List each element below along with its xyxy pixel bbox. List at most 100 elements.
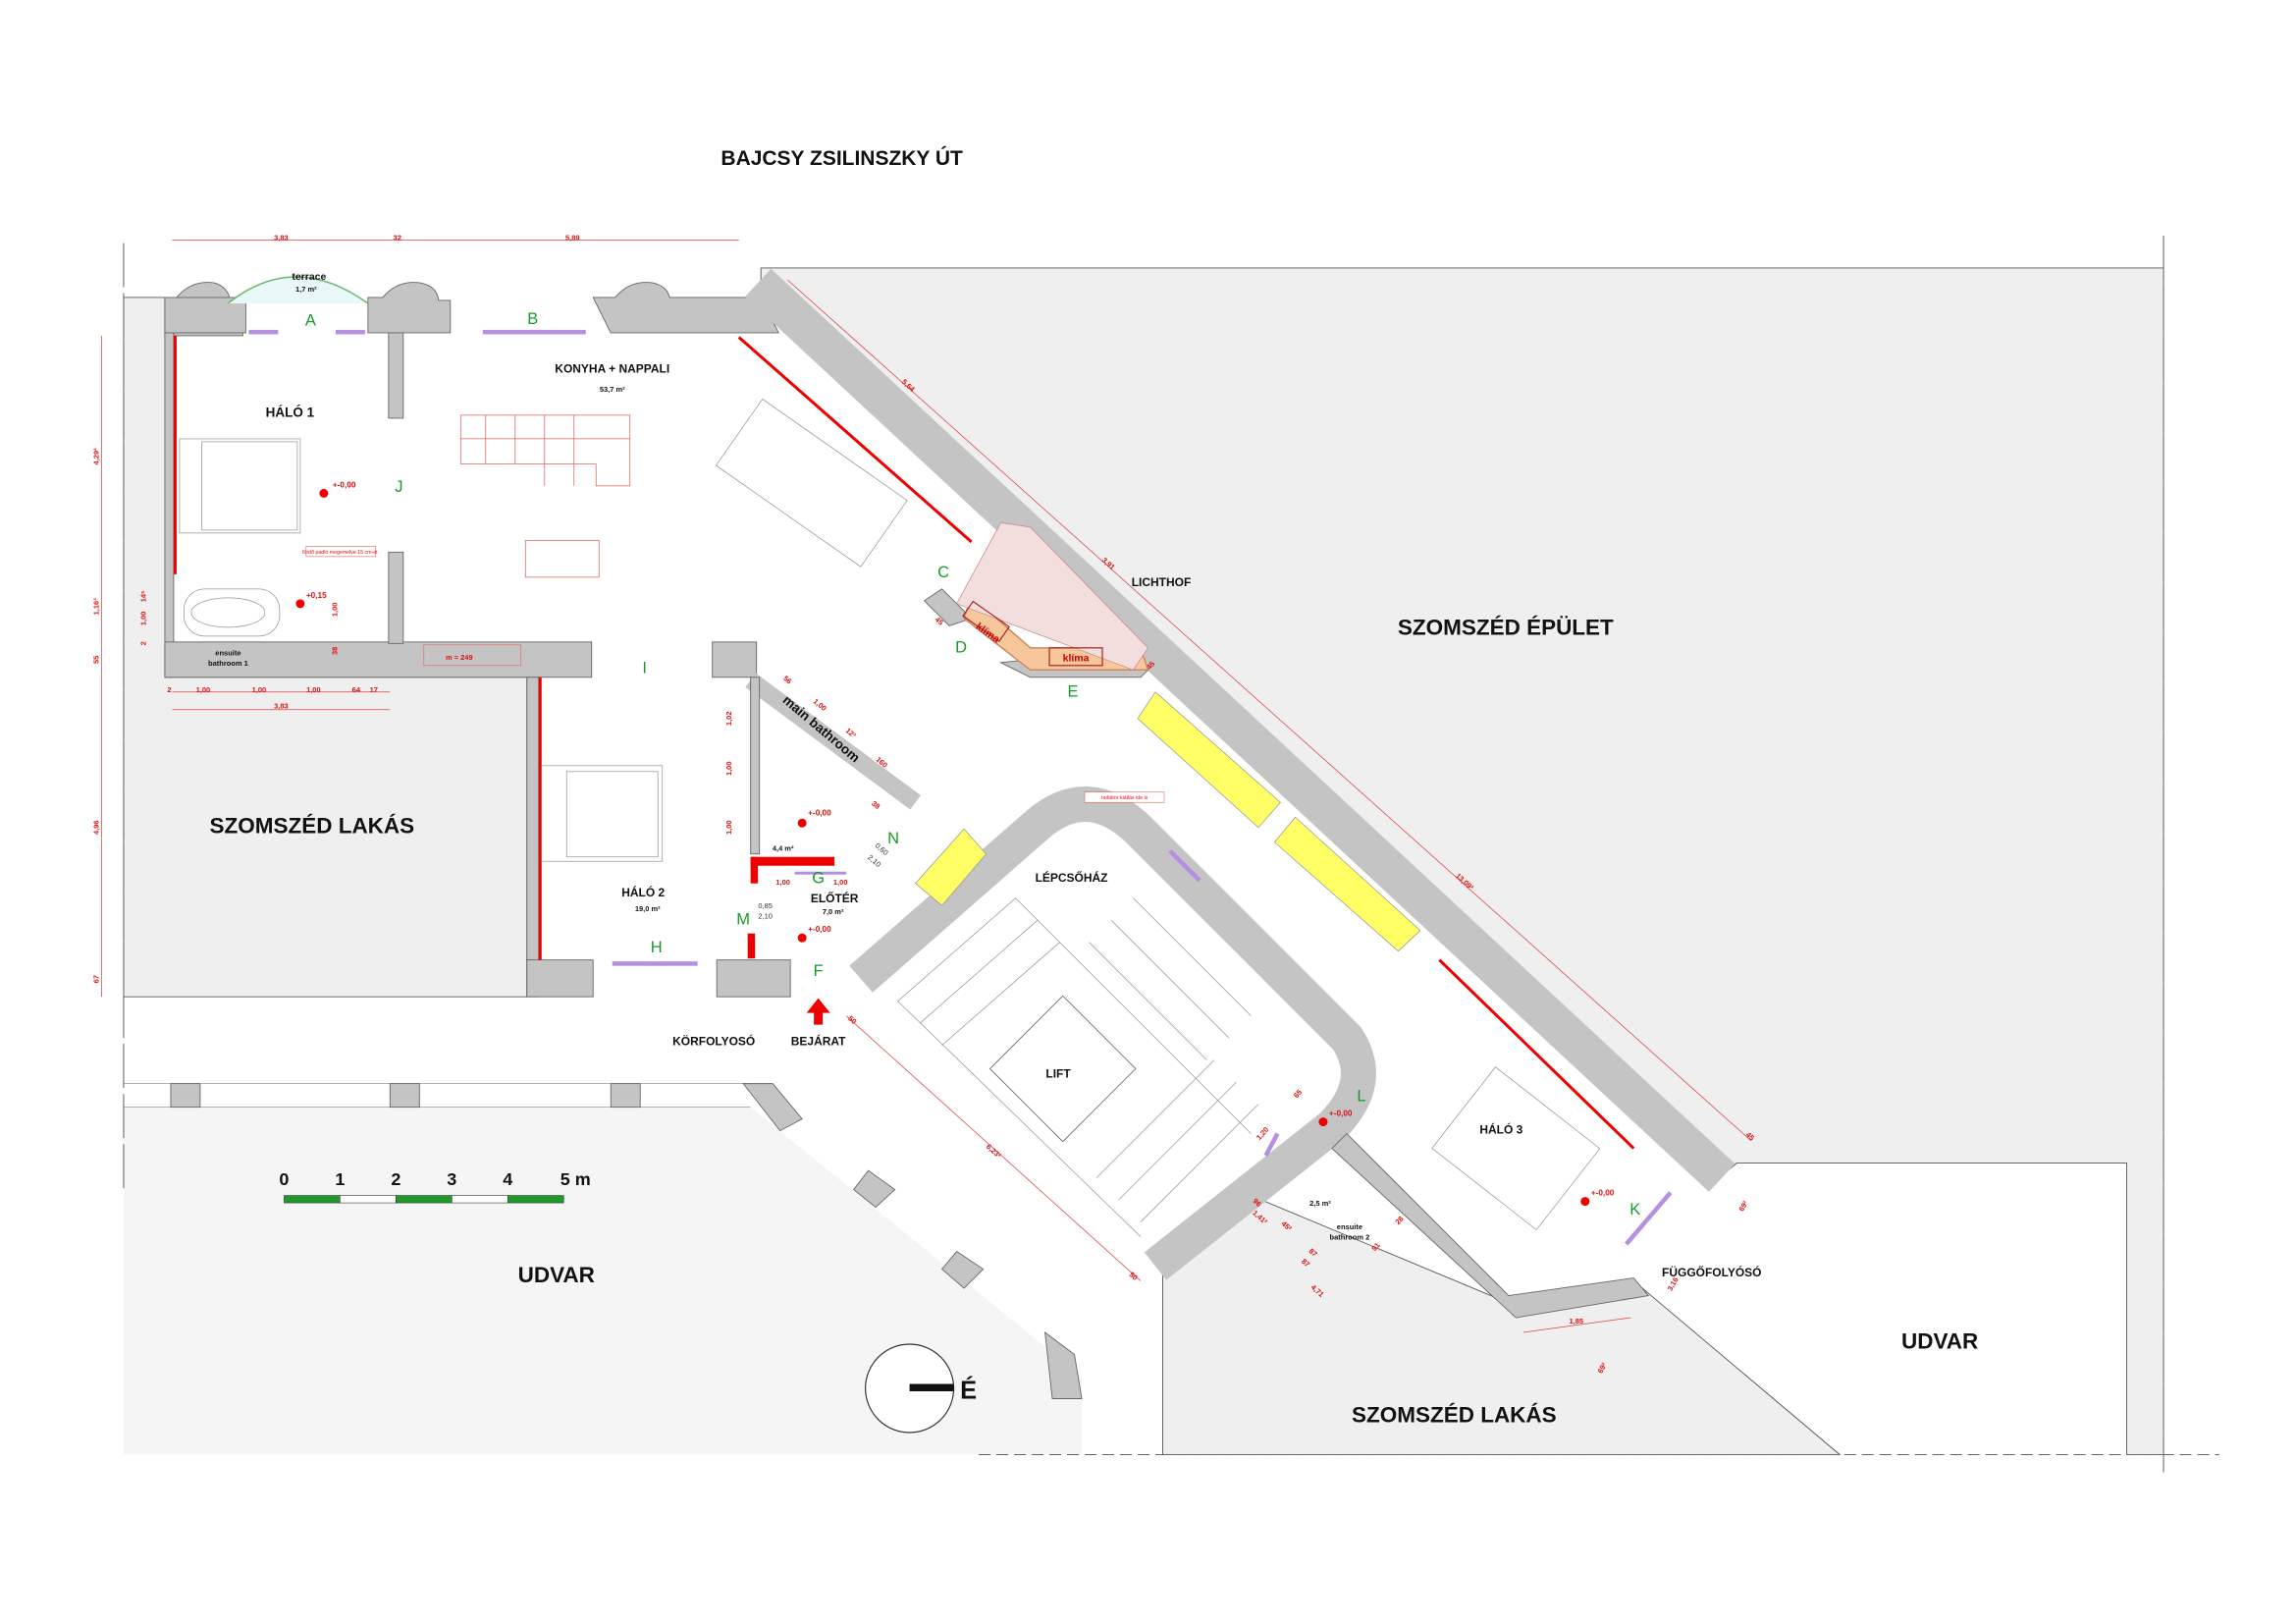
north-label: É [960, 1376, 977, 1404]
ensuite2-label: bathroom 2 [1330, 1233, 1370, 1242]
scale-tick: 3 [447, 1169, 456, 1189]
dim-label: 3,83 [274, 233, 289, 242]
terrace-label: terrace [292, 272, 326, 283]
m249-note: m = 249 [446, 653, 473, 662]
door-g-label: G [812, 870, 825, 888]
dim-label: 50 [846, 1014, 858, 1026]
dim-label: 65 [1292, 1088, 1304, 1100]
dim-label: 1,00 [330, 603, 339, 618]
entrance-arrow-icon [806, 998, 830, 1025]
walls [164, 268, 1735, 1319]
szomszed-lakas-left-label: SZOMSZÉD LAKÁS [210, 814, 415, 839]
window-a-label: A [305, 311, 316, 329]
dim-label: 50 [1128, 1271, 1140, 1282]
level-label: +-0,00 [1329, 1110, 1353, 1118]
konyha-label: KONYHA + NAPPALI [555, 361, 669, 375]
street-title: BAJCSY ZSILINSZKY ÚT [721, 146, 963, 170]
terrace-area: 1,7 m² [295, 285, 317, 294]
fuggofolyoso-label: FÜGGŐFOLYÓSÓ [1662, 1265, 1761, 1279]
window-e-label: E [1068, 682, 1079, 700]
door-n-height: 2,10 [866, 853, 882, 869]
dim-label: 12³ [844, 726, 858, 739]
korfolyoso-label: KÖRFOLYOSÓ [672, 1034, 755, 1049]
door-j-label: J [395, 478, 402, 496]
dim-label: 64 [352, 685, 361, 694]
szomszed-epulet-label: SZOMSZÉD ÉPÜLET [1398, 615, 1614, 639]
dim-label: 4,29² [91, 448, 100, 465]
door-f-label: F [814, 962, 824, 980]
dim-label: 55 [91, 656, 100, 664]
dim-label: 67 [91, 975, 100, 983]
door-l-label: L [1357, 1088, 1365, 1106]
dim-label: 1,00 [306, 685, 321, 694]
window-k-label: K [1629, 1201, 1640, 1218]
halo2-label: HÁLÓ 2 [621, 885, 665, 899]
lepcsohaz-label: LÉPCSŐHÁZ [1036, 870, 1108, 885]
eloter-label: ELŐTÉR [811, 891, 859, 905]
window-h-label: H [651, 939, 663, 956]
dim-label: 1,00 [775, 878, 790, 887]
level-label: +-0,00 [808, 809, 831, 818]
scale-tick: 4 [503, 1169, 512, 1189]
dim-label: 28 [1393, 1215, 1405, 1226]
dim-label: 14⁵ [138, 590, 147, 602]
ensuite1-label: bathroom 1 [208, 659, 248, 668]
main-bathroom-area: 4,4 m² [773, 844, 794, 853]
dim-label: 45 [1145, 660, 1156, 672]
udvar-left-label: UDVAR [518, 1263, 595, 1287]
dim-label: 2 [138, 641, 147, 645]
udvar-right-label: UDVAR [1901, 1329, 1978, 1354]
north-arrow-icon: É [865, 1343, 977, 1434]
courtyard-left-area [123, 1107, 1083, 1455]
dim-label: 1,00 [833, 878, 848, 887]
level-label: +-0,00 [1591, 1189, 1615, 1198]
window-b-label: B [527, 310, 538, 328]
scale-bar: 0 1 2 3 4 5 m [279, 1169, 591, 1204]
dim-label: 1,02 [724, 712, 733, 727]
corridor-pillars [170, 1083, 1083, 1399]
halo1-label: HÁLÓ 1 [266, 405, 315, 419]
dim-label: 1,00 [138, 612, 147, 626]
dim-label: 69² [1736, 1199, 1749, 1213]
dim-label: 1,00 [724, 761, 733, 776]
szomszed-lakas-bottom-label: SZOMSZÉD LAKÁS [1352, 1402, 1557, 1427]
ensuite1-label: ensuite [215, 648, 240, 657]
dim-label: 5,89 [565, 233, 580, 242]
dim-label: 17 [370, 685, 378, 694]
level-label: +-0,00 [333, 480, 356, 489]
halo2-area: 19,0 m² [635, 904, 661, 913]
klima-label: klíma [1063, 653, 1090, 664]
scale-tick: 2 [391, 1169, 400, 1189]
dim-label: 45² [1280, 1219, 1294, 1233]
konyha-area: 53,7 m² [600, 385, 625, 394]
red-wall-markers [173, 335, 1635, 1150]
door-n-label: N [887, 830, 899, 847]
door-m-label: M [736, 911, 750, 929]
ensuite2-label: ensuite [1337, 1222, 1362, 1231]
dim-label: 6,23² [985, 1142, 1003, 1160]
furniture [179, 398, 1601, 1231]
halo3-label: HÁLÓ 3 [1479, 1122, 1522, 1137]
dim-label: 1,00 [724, 820, 733, 835]
door-i-label: I [642, 659, 647, 677]
yellow-units [915, 691, 1421, 952]
eloter-area: 7,0 m² [823, 907, 844, 916]
scale-tick: 1 [335, 1169, 345, 1189]
dim-label: 1,20 [1255, 1125, 1270, 1142]
lift-label: LIFT [1045, 1067, 1071, 1081]
bejarat-label: BEJÁRAT [791, 1034, 846, 1049]
staircase [897, 897, 1259, 1237]
door-m-height: 2,10 [758, 912, 773, 921]
radiator-note: radiátor kiállás ide is [1101, 795, 1148, 801]
scale-tick: 5 m [561, 1169, 591, 1189]
lichthof-label: LICHTHOF [1132, 575, 1192, 589]
dim-label: 1,00 [812, 697, 828, 713]
dim-label: 1,16³ [91, 598, 100, 616]
dim-label: 91 [1369, 1241, 1381, 1253]
dim-label: 2 [167, 685, 171, 694]
dim-label: 1,00 [252, 685, 267, 694]
dim-label: 4,96 [91, 820, 100, 835]
windows-glass [227, 276, 1673, 1246]
dim-label: 1,00 [196, 685, 211, 694]
